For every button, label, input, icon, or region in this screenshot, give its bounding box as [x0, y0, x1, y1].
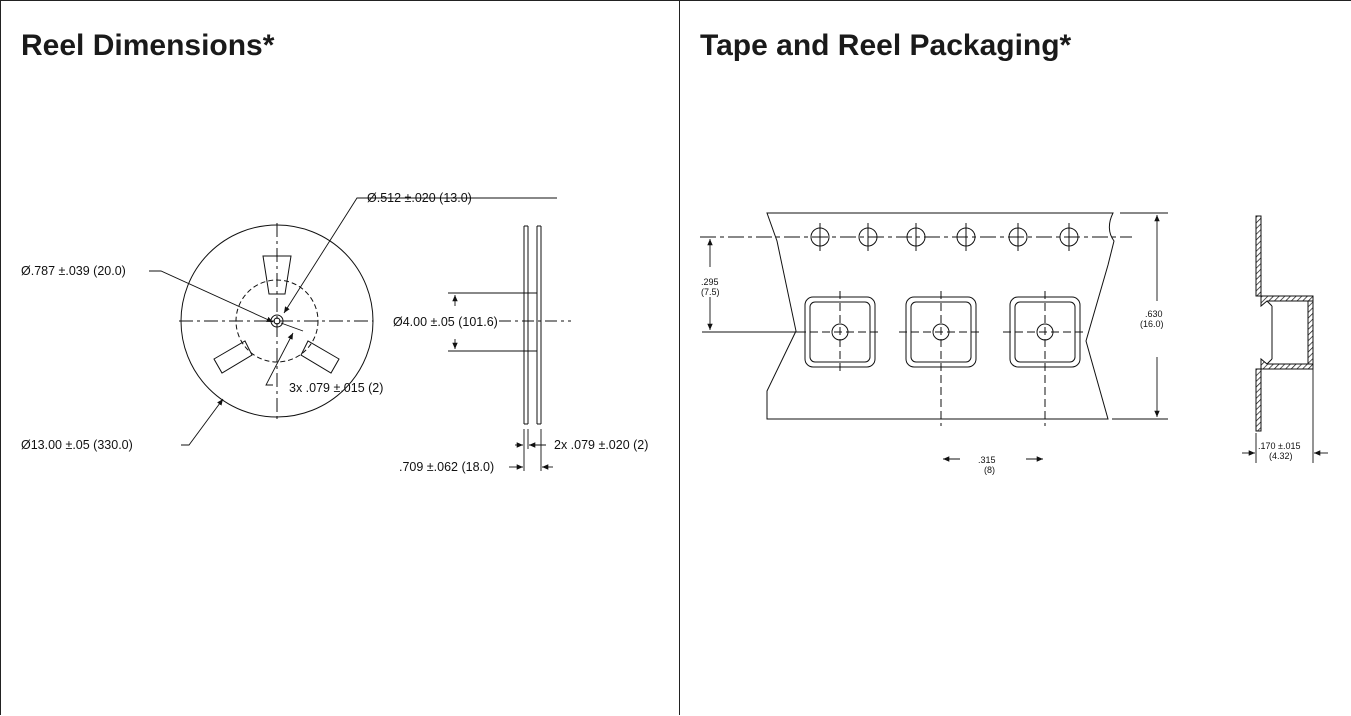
- slots-callout: 3x .079 ±.015 (2): [289, 381, 383, 395]
- tape-pockets: [798, 291, 1085, 426]
- sprocket-hole: [810, 223, 830, 251]
- pocket-offset-mm: (7.5): [701, 287, 720, 297]
- reel-front-view: [179, 223, 374, 419]
- pitch-mm: (8): [984, 465, 995, 475]
- tape-drawing: .295 (7.5) .630 (16.0) .315 (8): [700, 212, 1328, 475]
- sprocket-holes: [810, 223, 1079, 251]
- hub-hole-callout: Ø.512 ±.020 (13.0): [367, 191, 472, 205]
- sprocket-hole: [858, 223, 878, 251]
- tape-reel-packaging-title: Tape and Reel Packaging*: [700, 29, 1072, 62]
- spoke-window-left: [213, 340, 253, 374]
- sprocket-hole: [1008, 223, 1028, 251]
- sprocket-hole: [906, 223, 926, 251]
- sprocket-hole: [1059, 223, 1079, 251]
- hub-diameter-callout: Ø4.00 ±.05 (101.6): [393, 315, 498, 329]
- arbor-callout: Ø.787 ±.039 (20.0): [21, 264, 126, 278]
- tape-section-view: [1255, 215, 1314, 432]
- spoke-window-top: [262, 255, 292, 295]
- tape-pocket: [798, 291, 880, 373]
- reel-drawing: Ø.512 ±.020 (13.0) Ø.787 ±.039 (20.0) 3x…: [21, 191, 648, 474]
- reel-width-callout: .709 ±.062 (18.0): [399, 460, 494, 474]
- flange-thickness-callout: 2x .079 ±.020 (2): [554, 438, 648, 452]
- reel-dimensions-panel: Reel Dimensions*: [0, 0, 680, 715]
- pocket-depth-in: .170 ±.015: [1258, 441, 1300, 451]
- reel-side-view: [499, 225, 571, 425]
- reel-diameter-callout: Ø13.00 ±.05 (330.0): [21, 438, 133, 452]
- tape-width-in: .630: [1145, 309, 1163, 319]
- tape-reel-packaging-panel: Tape and Reel Packaging*: [680, 0, 1351, 715]
- spoke-window-right: [300, 340, 340, 374]
- sprocket-hole: [956, 223, 976, 251]
- pitch-in: .315: [978, 455, 996, 465]
- pocket-depth-mm: (4.32): [1269, 451, 1293, 461]
- tape-pocket: [1003, 291, 1085, 426]
- reel-dimensions-title: Reel Dimensions*: [21, 29, 275, 62]
- pocket-offset-in: .295: [701, 277, 719, 287]
- tape-pocket: [899, 291, 981, 426]
- tape-width-mm: (16.0): [1140, 319, 1164, 329]
